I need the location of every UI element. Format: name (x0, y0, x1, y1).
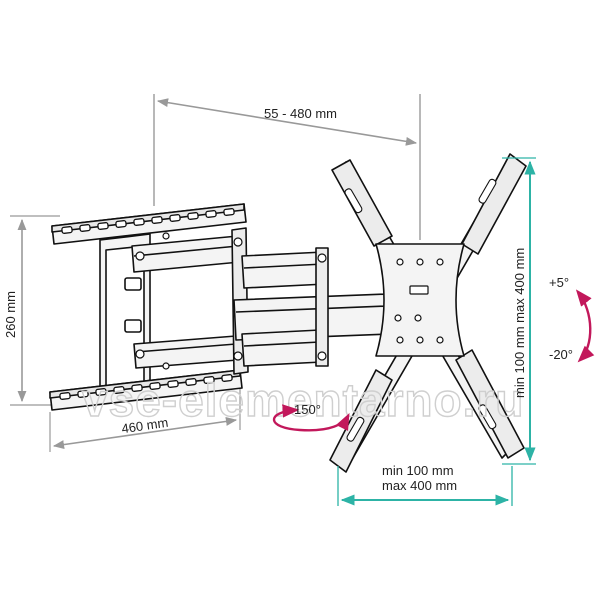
second-arm-lower (241, 329, 323, 367)
wall-plate-width-label: 460 mm (121, 415, 170, 436)
vesa-bracket (329, 153, 527, 473)
tilt-indicator: +5° -20° (549, 275, 595, 363)
swing-arms (131, 227, 391, 375)
swivel-angle-label: 150° (294, 402, 321, 417)
wall-plate-width-dimension: 460 mm (49, 384, 241, 452)
swivel-indicator: 150° (272, 402, 350, 432)
arm-extension-dimension: 55 - 480 mm (153, 94, 421, 240)
wall-plate-height-dimension: 260 mm (3, 215, 60, 406)
watermark: vse-elementarno.ru (82, 374, 524, 426)
vesa-horizontal-min-label: min 100 mm (382, 463, 454, 478)
center-plate (375, 243, 465, 357)
arm-extension-label: 55 - 480 mm (264, 106, 337, 121)
tilt-up-label: +5° (549, 275, 569, 290)
vesa-horizontal-dimension: min 100 mm max 400 mm (337, 463, 513, 506)
second-arm-upper (241, 251, 327, 289)
tilt-down-label: -20° (549, 347, 573, 362)
vesa-horizontal-max-label: max 400 mm (382, 478, 457, 493)
wall-plate-height-label: 260 mm (3, 291, 18, 338)
vesa-vertical-dimension: min 100 mm max 400 mm (502, 157, 536, 465)
vesa-vertical-label: min 100 mm max 400 mm (512, 248, 527, 398)
